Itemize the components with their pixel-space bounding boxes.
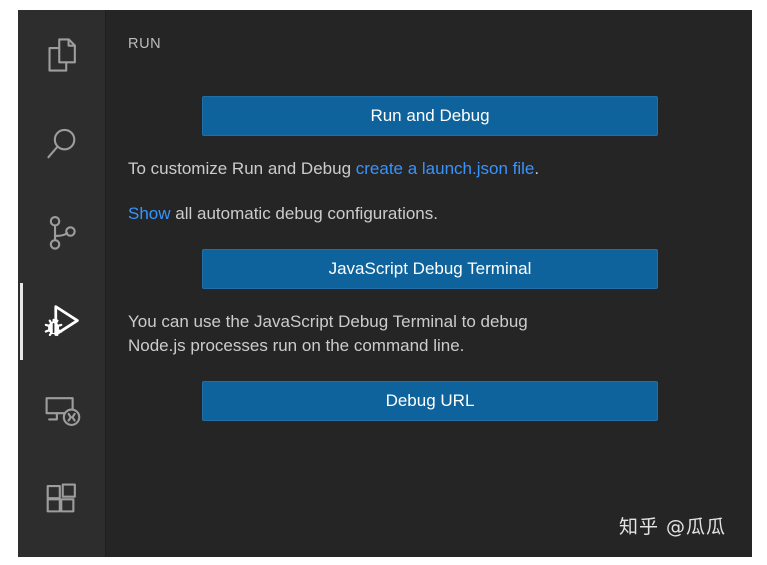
debug-alt-icon	[40, 300, 84, 344]
description-line-1: You can use the JavaScript Debug Termina…	[128, 311, 528, 331]
activity-bar-item-source-control[interactable]	[18, 188, 105, 277]
source-control-icon	[40, 211, 84, 255]
spacer	[128, 136, 732, 157]
activity-bar-item-remote-explorer[interactable]	[18, 366, 105, 455]
customize-launch-text: To customize Run and Debug create a laun…	[128, 157, 668, 182]
activity-bar-item-search[interactable]	[18, 99, 105, 188]
show-configurations-link[interactable]: Show	[128, 203, 171, 223]
activity-bar-item-run-and-debug[interactable]	[18, 277, 105, 366]
description-line-2: Node.js processes run on the command lin…	[128, 336, 465, 356]
run-and-debug-sidebar: RUN Run and Debug To customize Run and D…	[106, 10, 752, 557]
vscode-window: RUN Run and Debug To customize Run and D…	[18, 10, 752, 557]
files-icon	[40, 33, 84, 77]
customize-launch-suffix: .	[534, 159, 540, 179]
javascript-debug-terminal-description: You can use the JavaScript Debug Termina…	[128, 310, 668, 359]
show-configurations-text: Show all automatic debug configurations.	[128, 202, 668, 227]
search-icon	[40, 122, 84, 166]
activity-bar	[18, 10, 106, 557]
javascript-debug-terminal-button[interactable]: JavaScript Debug Terminal	[202, 248, 658, 289]
spacer	[128, 182, 732, 202]
spacer	[128, 227, 732, 249]
run-and-debug-button[interactable]: Run and Debug	[202, 96, 658, 137]
spacer	[128, 289, 732, 310]
customize-launch-prefix: To customize Run and Debug	[128, 159, 356, 179]
extensions-icon	[40, 478, 84, 522]
activity-bar-item-extensions[interactable]	[18, 455, 105, 544]
debug-welcome-view: Run and Debug To customize Run and Debug…	[128, 96, 732, 557]
remote-icon	[40, 389, 84, 433]
spacer	[128, 359, 732, 381]
create-launch-json-link[interactable]: create a launch.json file	[355, 159, 535, 179]
view-title: RUN	[128, 36, 162, 52]
debug-url-button[interactable]: Debug URL	[202, 381, 658, 422]
show-configurations-suffix: all automatic debug configurations.	[170, 203, 438, 223]
activity-bar-item-explorer[interactable]	[18, 10, 105, 99]
